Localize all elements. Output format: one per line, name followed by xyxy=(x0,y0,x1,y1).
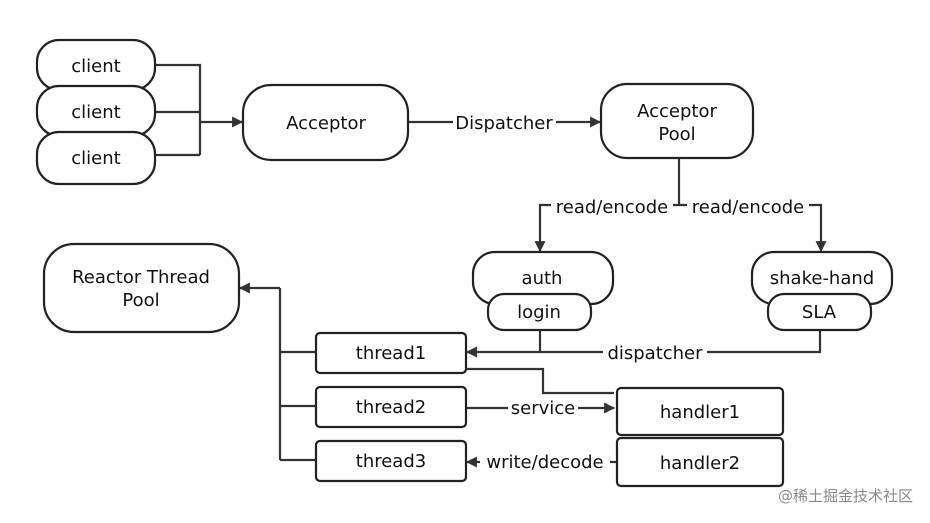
reactor-pool-label-line1: Reactor Thread xyxy=(72,267,210,288)
thread1-label: thread1 xyxy=(356,343,426,364)
edge-sla-to-thread1 xyxy=(465,330,822,358)
acceptor-label: Acceptor xyxy=(286,113,366,134)
client-node-3: client xyxy=(35,130,157,186)
auth-label: auth xyxy=(522,268,563,289)
client-node-1: client xyxy=(35,38,157,92)
sla-label: SLA xyxy=(802,302,837,323)
edge-thread1-handler1 xyxy=(466,367,614,395)
edge-client1-bus xyxy=(155,63,202,155)
acceptor-pool-node: Acceptor Pool xyxy=(599,82,755,160)
reactor-thread-pool-node: Reactor Thread Pool xyxy=(42,242,241,334)
edge-labels: Dispatcher read/encode read/encode dispa… xyxy=(453,111,809,474)
edge-label-read-encode-left: read/encode xyxy=(556,197,669,218)
edge-label-dispatcher-lower: dispatcher xyxy=(607,343,703,364)
thread3-node: thread3 xyxy=(314,439,468,483)
login-label: login xyxy=(517,302,561,323)
acceptor-pool-label-line2: Pool xyxy=(658,124,695,145)
client-node-2: client xyxy=(35,84,157,138)
acceptor-pool-label-line1: Acceptor xyxy=(637,101,717,122)
handler2-label: handler2 xyxy=(660,453,740,474)
edge-label-read-encode-right: read/encode xyxy=(692,197,805,218)
thread2-label: thread2 xyxy=(356,397,426,418)
handler1-label: handler1 xyxy=(660,402,740,423)
login-node: login xyxy=(486,292,593,332)
thread2-node: thread2 xyxy=(314,385,468,429)
acceptor-node: Acceptor xyxy=(241,83,410,162)
auth-node: auth xyxy=(471,250,615,306)
reactor-pool-label-line2: Pool xyxy=(122,290,159,311)
client-label-2: client xyxy=(71,102,120,123)
client-label-1: client xyxy=(71,56,120,77)
watermark-text: @稀土掘金技术社区 xyxy=(778,487,913,505)
client-label-3: client xyxy=(71,148,120,169)
shake-hand-label: shake-hand xyxy=(770,268,874,289)
edge-label-service: service xyxy=(511,398,575,419)
sla-node: SLA xyxy=(766,292,873,332)
handler1-node: handler1 xyxy=(615,386,785,437)
shake-hand-node: shake-hand xyxy=(750,250,894,306)
thread3-label: thread3 xyxy=(356,451,426,472)
edge-label-write-decode: write/decode xyxy=(486,452,603,473)
thread1-node: thread1 xyxy=(314,331,468,375)
edge-label-dispatcher: Dispatcher xyxy=(455,113,553,134)
handler2-node: handler2 xyxy=(615,436,785,488)
